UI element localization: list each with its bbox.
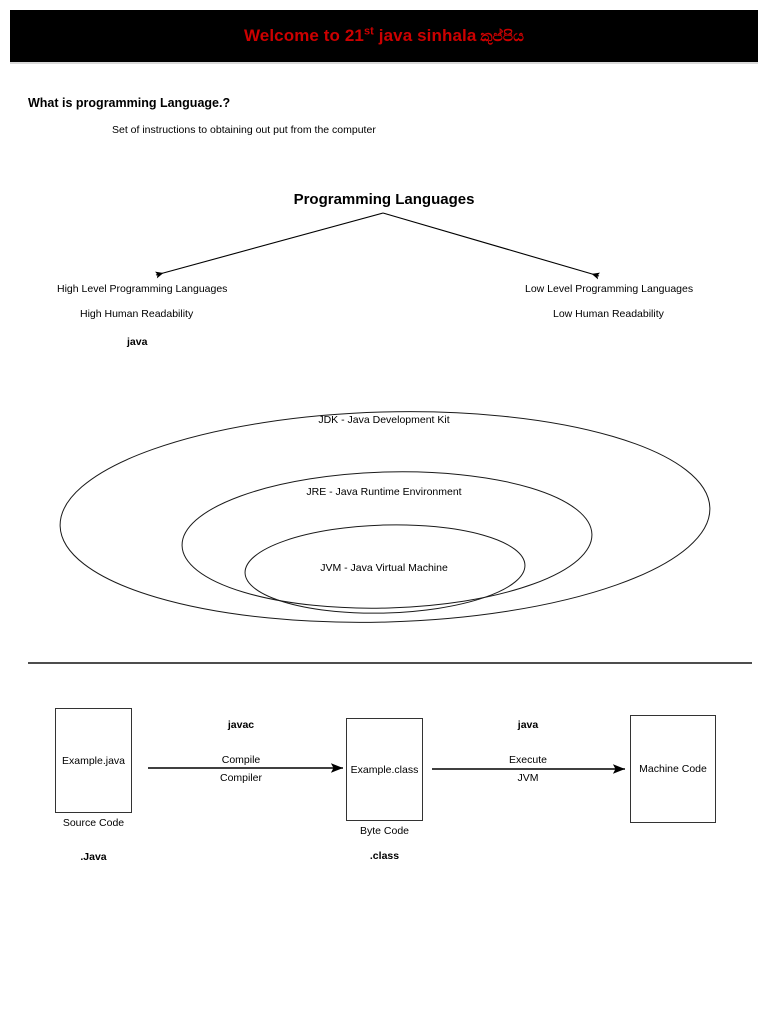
class-file-box: Example.class — [346, 718, 423, 821]
tree-right-title: Low Level Programming Languages — [525, 283, 694, 295]
compilation-flow-arrows — [148, 763, 625, 774]
jvm-detail-label: JVM — [517, 772, 539, 784]
javac-tool-label: javac — [227, 719, 255, 731]
byte-code-caption: Byte Code — [359, 825, 410, 837]
tree-right-readability: Low Human Readability — [553, 308, 664, 320]
jre-label: JRE - Java Runtime Environment — [306, 486, 462, 498]
machine-code-box: Machine Code — [630, 715, 716, 823]
source-extension-caption: .Java — [80, 851, 107, 863]
compile-action-label: Compile — [221, 754, 261, 766]
section-divider — [28, 662, 752, 664]
jdk-ellipse — [59, 411, 711, 623]
execute-action-label: Execute — [509, 754, 547, 766]
java-tool-label: java — [517, 719, 539, 731]
tree-left-title: High Level Programming Languages — [57, 283, 228, 295]
java-platform-venn-diagram — [59, 411, 711, 623]
compiler-detail-label: Compiler — [219, 772, 262, 784]
tree-left-example: java — [127, 336, 148, 348]
banner-title-sinhala: කුප්පිය — [480, 28, 525, 45]
jdk-label: JDK - Java Development Kit — [318, 414, 450, 426]
source-file-box: Example.java — [55, 708, 132, 813]
tree-connector-arrows — [155, 212, 600, 280]
tree-root-label: Programming Languages — [293, 191, 475, 208]
jvm-ellipse — [244, 524, 526, 614]
jre-ellipse — [181, 471, 593, 609]
question-heading: What is programming Language.? — [28, 96, 231, 110]
banner-title-main: Welcome to 21 — [243, 26, 364, 45]
source-code-caption: Source Code — [62, 817, 125, 829]
tree-left-readability: High Human Readability — [80, 308, 194, 320]
question-answer: Set of instructions to obtaining out put… — [112, 124, 376, 136]
class-extension-caption: .class — [369, 850, 400, 862]
banner-title-rest: java sinhala — [378, 26, 477, 45]
jvm-label: JVM - Java Virtual Machine — [320, 562, 448, 574]
banner-title-superscript: st — [363, 25, 374, 38]
